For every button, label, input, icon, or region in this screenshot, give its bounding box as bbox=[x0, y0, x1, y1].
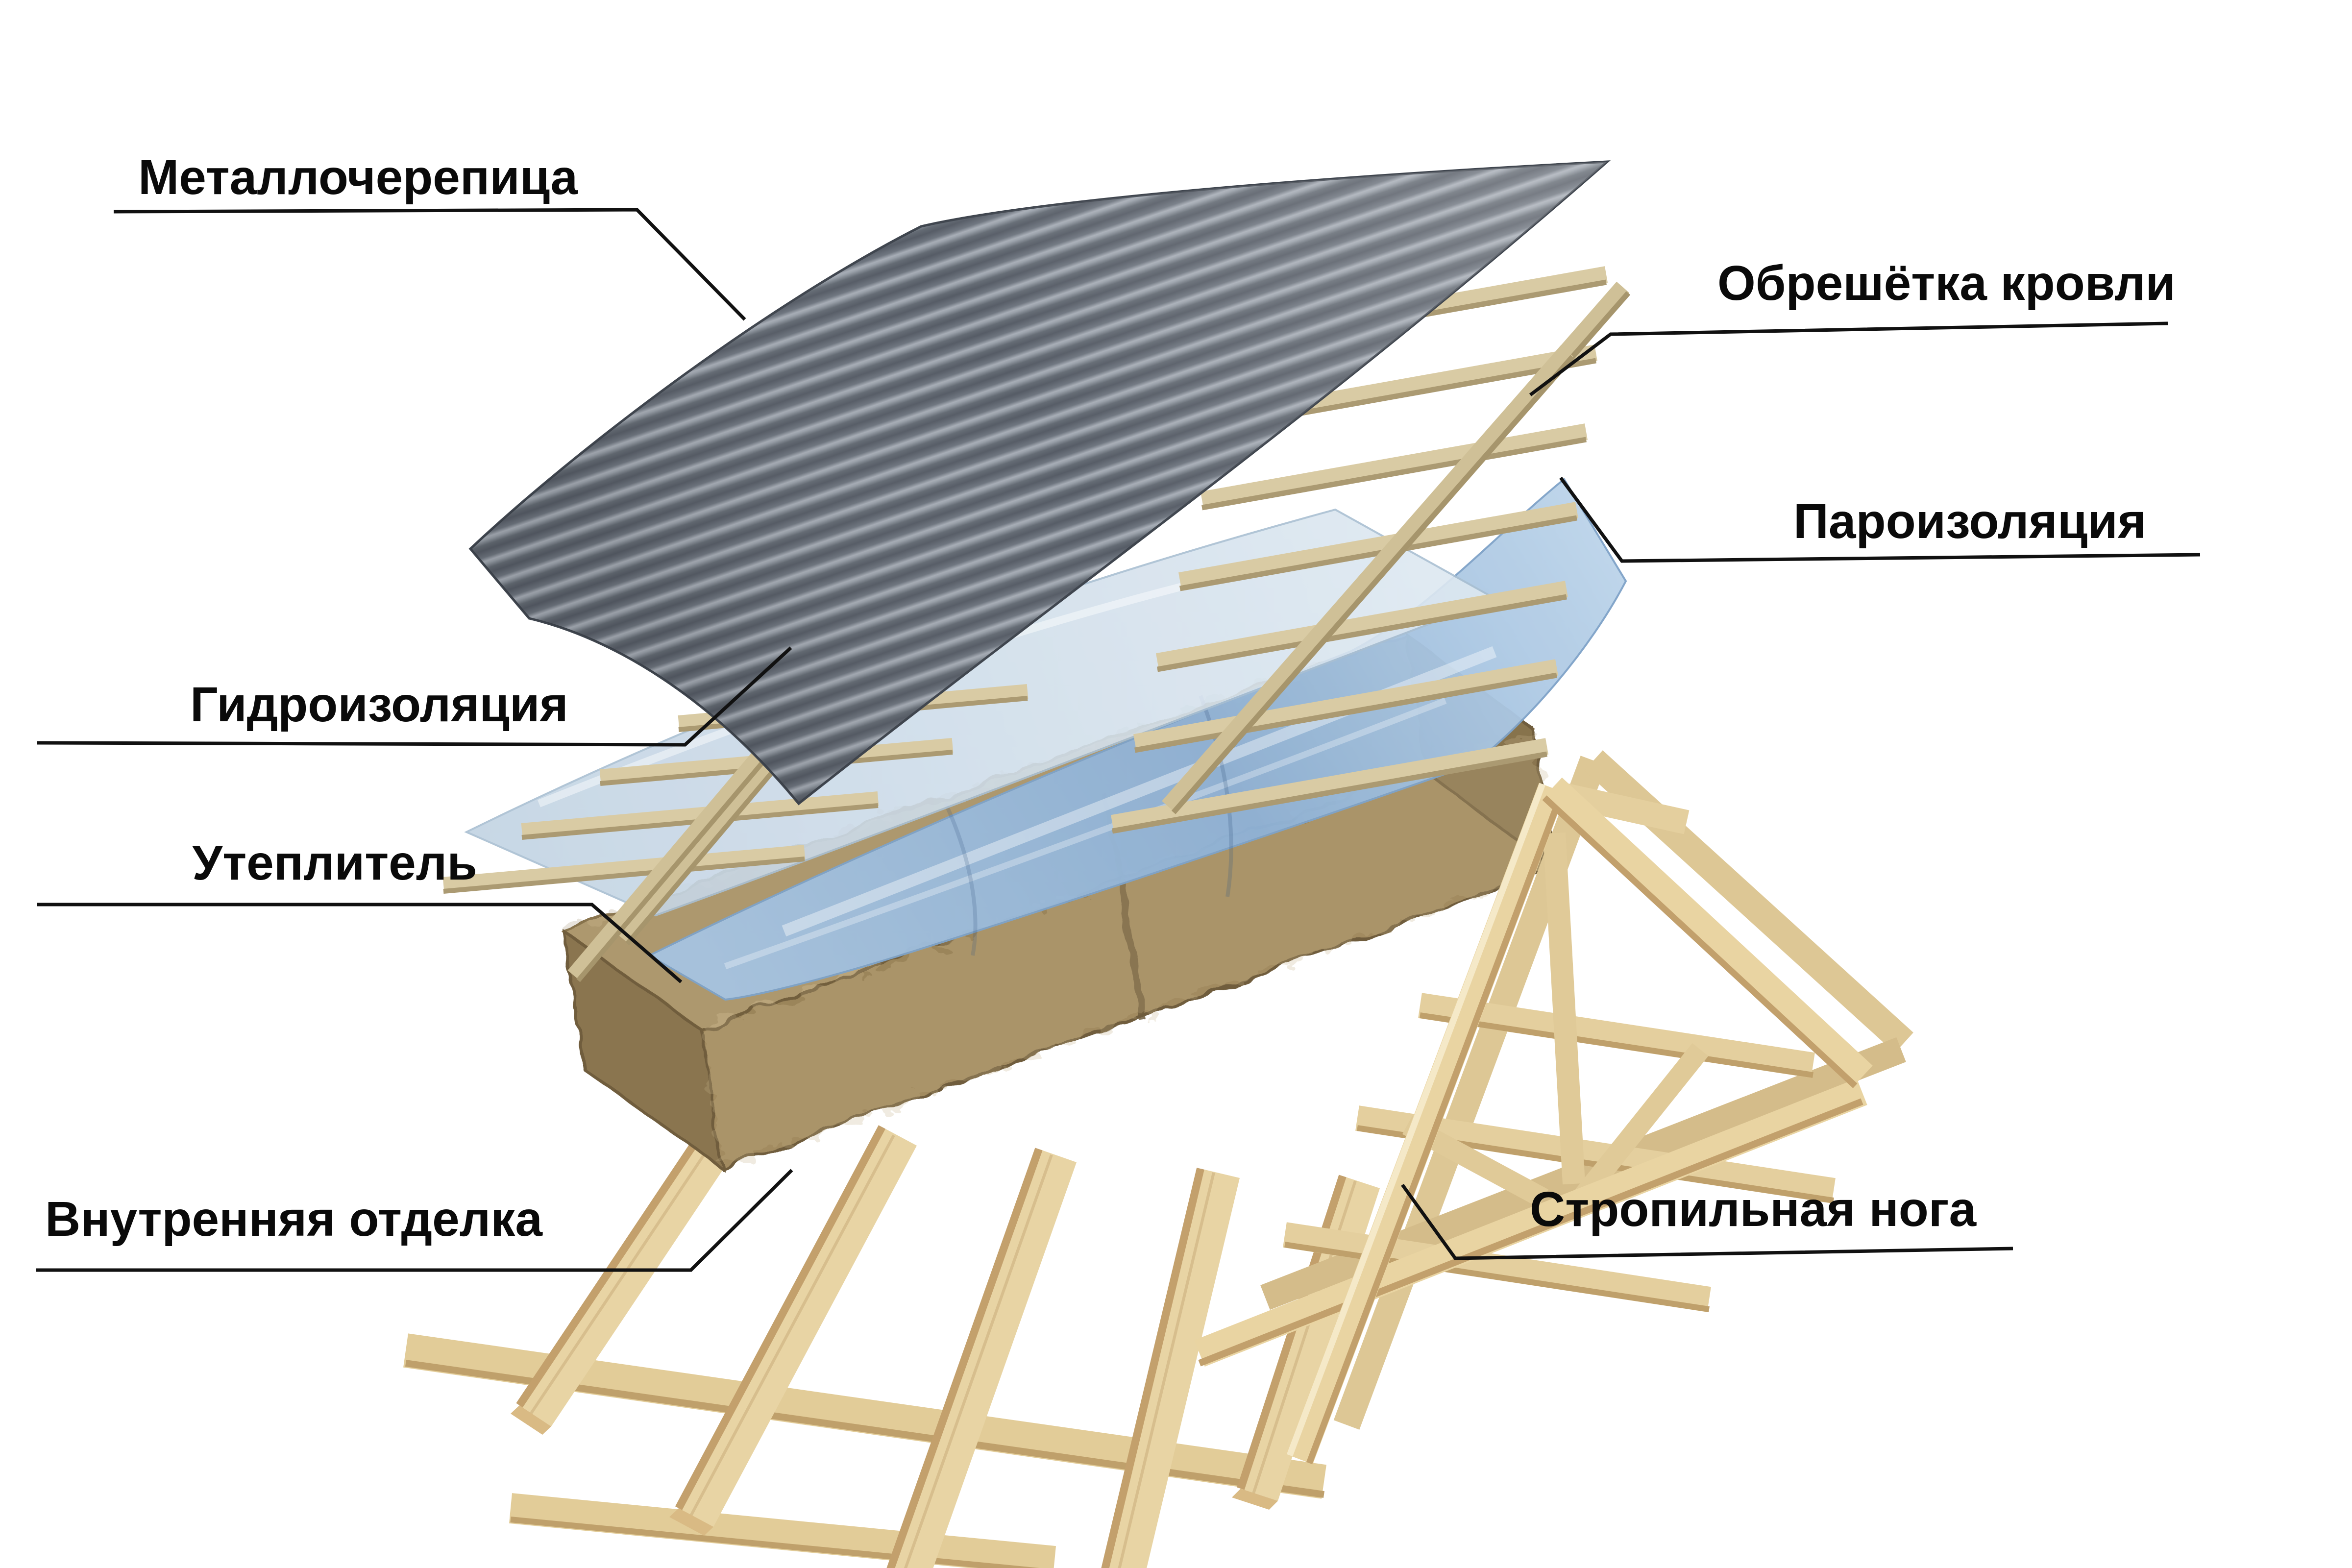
finish-plank bbox=[1101, 1168, 1240, 1568]
floor-beam bbox=[509, 1493, 1056, 1568]
rafter-leg-highlight bbox=[1286, 783, 1546, 1457]
label-waterproofing: Гидроизоляция bbox=[190, 677, 568, 732]
leader-metal-tile bbox=[113, 208, 746, 321]
finish-plank bbox=[886, 1148, 1077, 1568]
floor-beam-shadow-edge bbox=[510, 1517, 1040, 1568]
front-tie-beam bbox=[1194, 1078, 1867, 1367]
leader-waterproofing bbox=[37, 646, 792, 747]
leader-interior-finish bbox=[36, 1169, 793, 1272]
lathing-rail bbox=[1162, 281, 1631, 814]
metal-tile-sheet bbox=[468, 160, 1611, 806]
rafter-leg-beam bbox=[1286, 783, 1566, 1465]
purlin bbox=[1418, 993, 1815, 1078]
leader-roof-lathing bbox=[1529, 321, 2168, 396]
label-rafter-leg: Стропильная нога bbox=[1530, 1182, 1977, 1237]
front-rafter-right bbox=[1543, 777, 1873, 1087]
leader-rafter-leg bbox=[1401, 1183, 2013, 1260]
purlin bbox=[1283, 1222, 1711, 1312]
interior-finish-planks bbox=[511, 1095, 1380, 1568]
finish-plank bbox=[511, 1095, 757, 1435]
purlin-edge bbox=[1420, 1012, 1813, 1078]
rafter-truss bbox=[1194, 750, 1913, 1465]
finish-plank bbox=[669, 1125, 917, 1536]
film-seam bbox=[944, 803, 978, 956]
king-post bbox=[1543, 832, 1585, 1185]
label-interior-finish: Внутренняя отделка bbox=[45, 1192, 543, 1247]
front-tie-edge bbox=[1198, 1098, 1863, 1367]
film-highlight bbox=[724, 697, 1447, 970]
leader-vapor-barrier bbox=[1559, 476, 2201, 563]
front-rafter-edge bbox=[1542, 795, 1858, 1088]
rafter-leg-edge bbox=[1306, 790, 1566, 1465]
label-insulation: Утеплитель bbox=[192, 835, 477, 890]
purlin-edge bbox=[1284, 1242, 1710, 1312]
truss-brace bbox=[1574, 1043, 1709, 1203]
label-metal-tile: Металлочерепица bbox=[138, 150, 578, 205]
leader-insulation bbox=[37, 903, 683, 983]
label-vapor-barrier: Пароизоляция bbox=[1793, 494, 2146, 549]
label-roof-lathing: Обрешётка кровли bbox=[1717, 256, 2176, 311]
metal-sheet-sheen bbox=[470, 162, 1607, 804]
